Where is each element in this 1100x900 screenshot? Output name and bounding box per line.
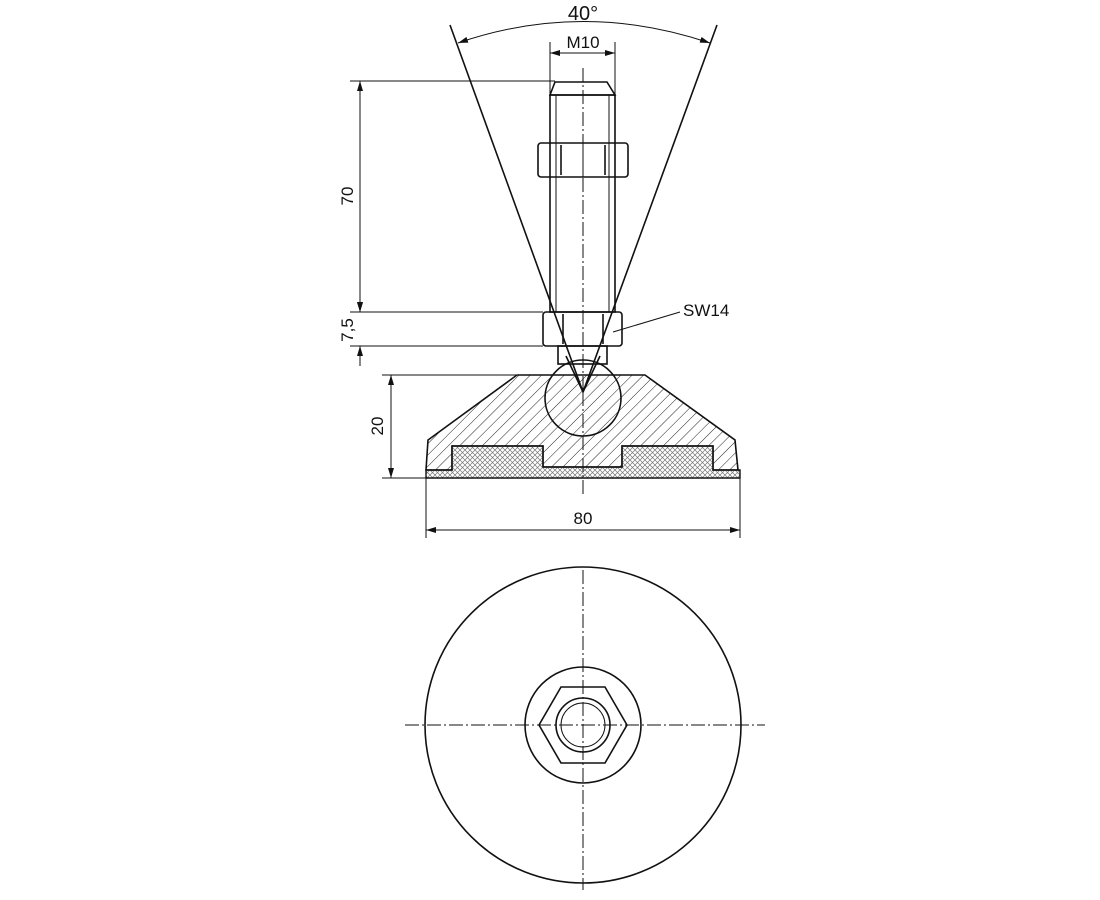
wrench-size-leader xyxy=(612,311,681,333)
nut-height-label: 7,5 xyxy=(338,318,357,342)
thread-dimension xyxy=(549,42,616,95)
base-diameter-label: 80 xyxy=(574,509,593,528)
base-diameter-dimension xyxy=(425,478,741,538)
angle-label: 40° xyxy=(568,3,598,25)
base-section xyxy=(425,355,741,495)
height-dimensions xyxy=(350,80,555,366)
height-label: 70 xyxy=(338,187,357,206)
lock-nut xyxy=(537,142,629,178)
base-height-label: 20 xyxy=(368,417,387,436)
thread-label: M10 xyxy=(566,33,599,52)
threaded-stud xyxy=(548,68,617,400)
wrench-size-label: SW14 xyxy=(683,301,729,320)
top-view xyxy=(405,566,765,890)
base-height-dimension xyxy=(382,374,517,479)
cone-angle-lines xyxy=(449,21,718,393)
